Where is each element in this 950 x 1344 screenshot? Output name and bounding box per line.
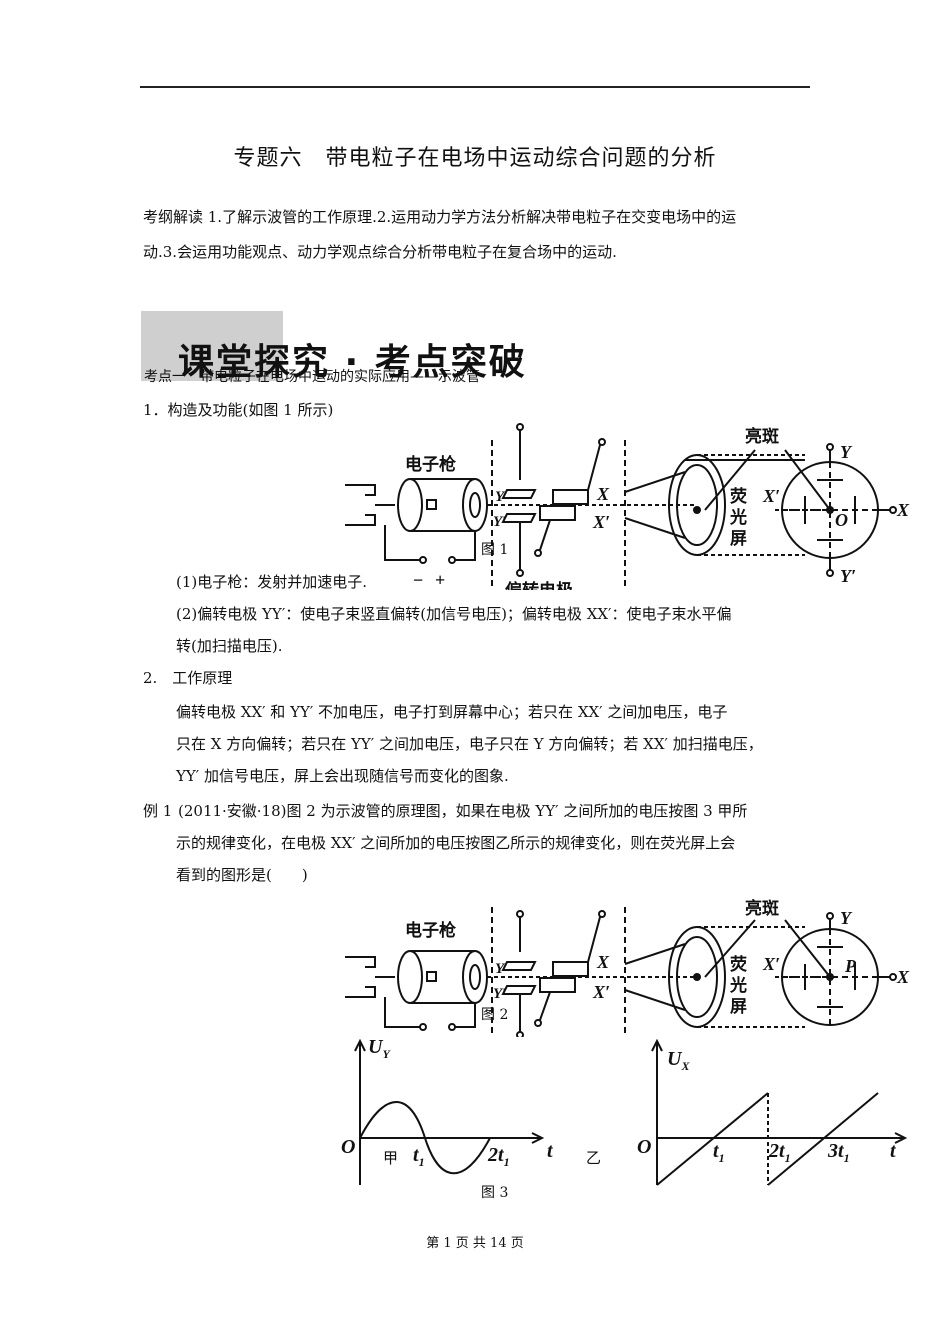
label-screen-y-prime: Y′	[840, 566, 856, 586]
item-deflection-line-2: 转(加扫描电压).	[176, 637, 283, 655]
left-graph-tick-t1: t1	[413, 1144, 425, 1169]
fig2-label-screen-2: 光	[729, 975, 747, 996]
right-graph-tick-t1: t1	[713, 1140, 725, 1165]
section-banner: 课堂探究 · 考点突破	[178, 342, 527, 383]
syllabus-line-1: 考纲解读 1.了解示波管的工作原理.2.运用动力学方法分析解决带电粒子在交变电场…	[143, 208, 737, 226]
label-electron-gun: 电子枪	[405, 454, 456, 475]
label-screen-3: 屏	[730, 529, 747, 549]
fig2-label-x-prime-plate: X′	[592, 982, 610, 1002]
topic-heading: 考点一 带电粒子在电场中运动的实际应用——示波管	[144, 369, 480, 385]
example-line-2: 示的规律变化，在电极 XX′ 之间所加的电压按图乙所示的规律变化，则在荧光屏上会	[176, 834, 736, 852]
label-x-prime-plate: X′	[592, 512, 610, 532]
fig2-label-electron-gun: 电子枪	[405, 920, 456, 941]
right-graph-xlabel: t	[890, 1140, 897, 1162]
banner-background	[141, 311, 283, 381]
label-origin-o: O	[835, 510, 848, 530]
label-y-prime-plate: Y′	[493, 514, 506, 530]
left-graph-tick-2t1: 2t1	[487, 1144, 510, 1169]
figure-1-oscilloscope-diagram: 电子枪 偏转电极 亮斑 荧 光 屏 Y Y′ X X′ Y Y′ X X′ O …	[345, 423, 910, 590]
label-screen-1: 荧	[730, 486, 748, 507]
page-footer: 第 1 页 共 14 页	[426, 1236, 524, 1251]
fig2-label-x-plate: X	[596, 952, 610, 972]
fig2-label-point-p: P	[844, 956, 857, 976]
label-deflection-electrodes: 偏转电极	[505, 580, 573, 590]
figure-3-voltage-graphs: UY O t1 2t1 t 甲 UX O t1 2t1 3t1 t 乙	[341, 1036, 908, 1186]
left-graph-xlabel: t	[547, 1140, 554, 1162]
left-graph-origin: O	[341, 1136, 355, 1158]
label-screen-x-prime: X′	[762, 486, 780, 506]
right-graph-origin: O	[637, 1136, 651, 1158]
figure-2-caption: 图 2	[481, 1007, 509, 1023]
figure-1-caption: 图 1	[481, 542, 509, 558]
fig2-label-screen-3: 屏	[730, 997, 747, 1017]
principle-line-3: YY′ 加信号电压，屏上会出现随信号而变化的图象.	[176, 767, 509, 785]
example-label: 例 1	[143, 802, 173, 820]
fig2-label-screen-y: Y	[840, 908, 853, 928]
item-deflection-line-1: (2)偏转电极 YY′：使电子束竖直偏转(加信号电压)；偏转电极 XX′：使电子…	[176, 605, 732, 623]
right-graph-tag: 乙	[586, 1149, 601, 1167]
principle-line-2: 只在 X 方向偏转；若只在 YY′ 之间加电压，电子只在 Y 方向偏转；若 XX…	[176, 735, 763, 753]
label-minus: −	[413, 570, 423, 590]
right-graph-ylabel: UX	[667, 1048, 690, 1073]
section-1-heading: 1．构造及功能(如图 1 所示)	[143, 401, 334, 419]
label-bright-spot: 亮斑	[745, 426, 779, 447]
fig2-label-screen-x-prime: X′	[762, 954, 780, 974]
label-y-plate: Y	[495, 489, 506, 505]
example-line-3: 看到的图形是( )	[176, 866, 308, 884]
label-plus: +	[435, 570, 445, 590]
fig2-label-y-prime-plate: Y′	[493, 986, 506, 1002]
label-screen-y: Y	[840, 442, 853, 462]
label-screen-2: 光	[729, 507, 747, 528]
fig2-label-screen-x: X	[896, 967, 910, 987]
right-graph-tick-3t1: 3t1	[827, 1140, 850, 1165]
figure-2-oscilloscope-diagram: 电子枪 亮斑 荧 光 屏 Y Y′ X X′ Y X X′ P	[345, 898, 910, 1037]
principle-line-1: 偏转电极 XX′ 和 YY′ 不加电压，电子打到屏幕中心；若只在 XX′ 之间加…	[176, 703, 728, 721]
section-2-heading: 2. 工作原理	[143, 669, 233, 687]
fig2-label-screen-1: 荧	[730, 954, 748, 975]
right-graph-tick-2t1: 2t1	[768, 1140, 791, 1165]
label-screen-x: X	[896, 500, 910, 520]
example-line-1: (2011·安徽·18)图 2 为示波管的原理图，如果在电极 YY′ 之间所加的…	[178, 802, 748, 820]
left-graph-tag: 甲	[383, 1149, 398, 1167]
item-electron-gun: (1)电子枪：发射并加速电子.	[176, 573, 368, 591]
figure-3-caption: 图 3	[481, 1185, 509, 1201]
fig2-label-y-plate: Y	[495, 961, 506, 977]
label-x-plate: X	[596, 484, 610, 504]
fig2-label-bright-spot: 亮斑	[745, 898, 779, 919]
header-rule	[140, 86, 810, 88]
page-title: 专题六 带电粒子在电场中运动综合问题的分析	[233, 146, 717, 171]
left-graph-ylabel: UY	[368, 1036, 391, 1061]
syllabus-line-2: 动.3.会运用功能观点、动力学观点综合分析带电粒子在复合场中的运动.	[143, 243, 617, 261]
